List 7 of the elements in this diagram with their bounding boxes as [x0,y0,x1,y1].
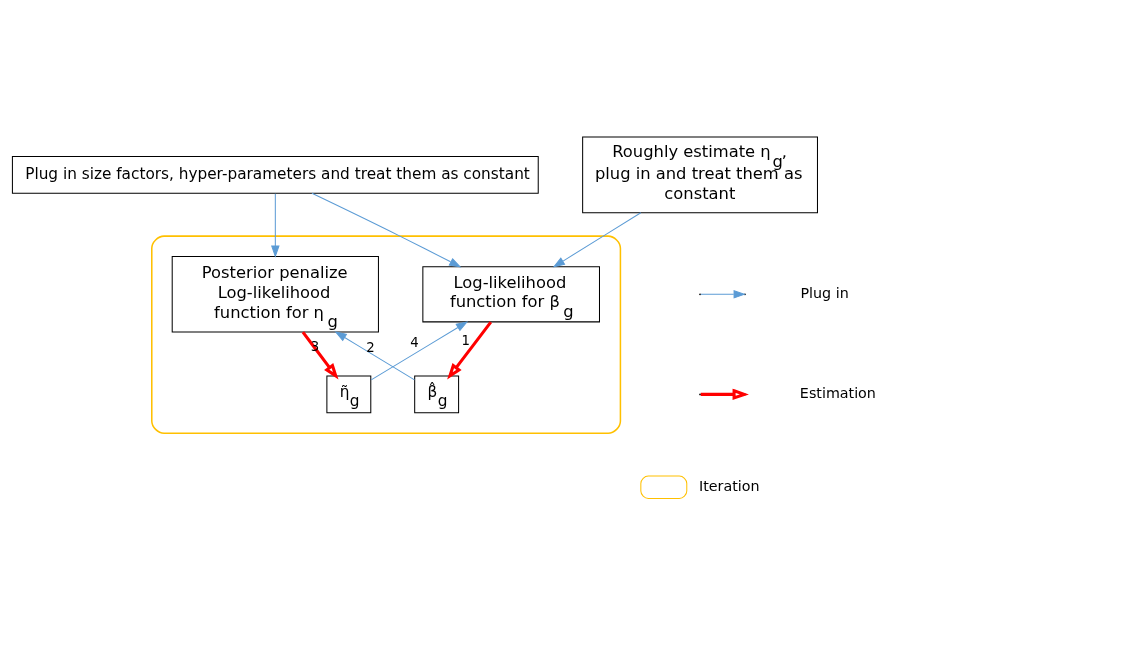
legend-label: Iteration [699,478,760,495]
edge-label: 2 [366,340,375,356]
legend-label: Estimation [799,385,876,402]
legend-label: Plug in [800,285,849,302]
edge-label: 3 [310,338,320,354]
edge-label: 4 [410,335,419,351]
edge-label: 1 [461,333,471,349]
